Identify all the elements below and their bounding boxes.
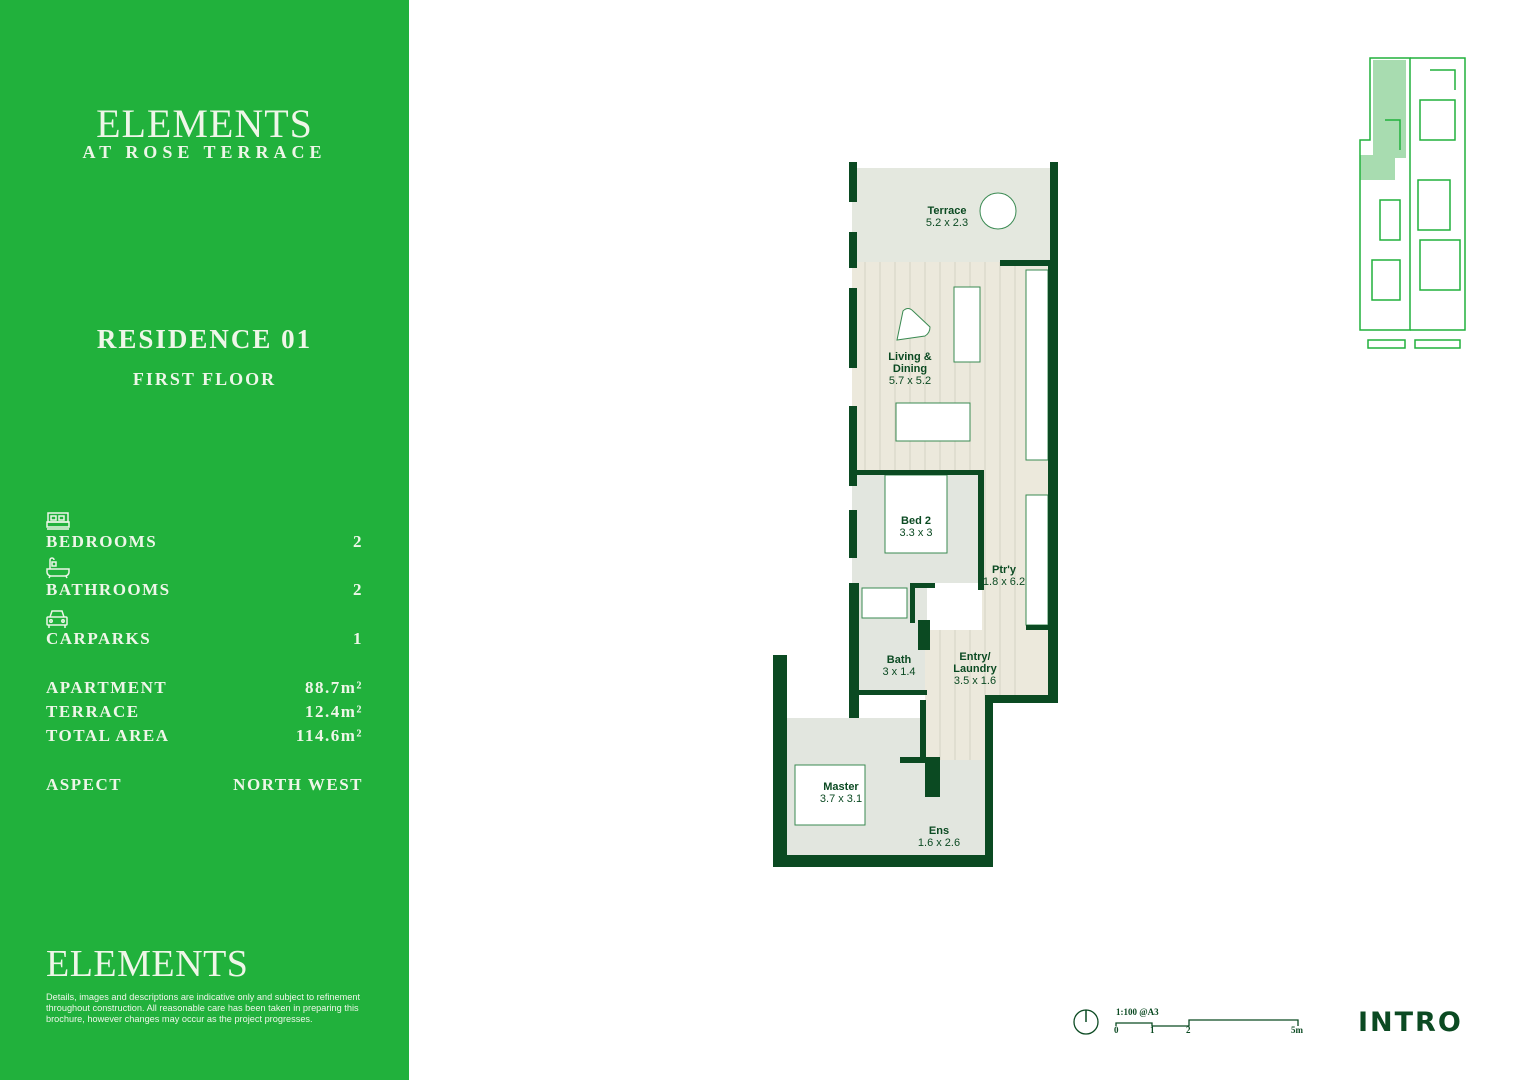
spec-carparks: CARPARKS 1 bbox=[46, 629, 363, 649]
scale-tick: 2 bbox=[1186, 1025, 1191, 1035]
aspect-value: NORTH WEST bbox=[233, 775, 363, 794]
area-apartment: APARTMENT 88.7m² bbox=[46, 678, 363, 698]
spec-label: BEDROOMS bbox=[46, 532, 158, 551]
entry-floor bbox=[925, 630, 990, 760]
bed-icon bbox=[46, 512, 70, 530]
spec-bathrooms: BATHROOMS 2 bbox=[46, 580, 363, 600]
sidebar: ELEMENTS AT ROSE TERRACE RESIDENCE 01 FI… bbox=[0, 0, 409, 1080]
area-value: 114.6m² bbox=[295, 726, 363, 745]
footer-logo: ELEMENTS bbox=[46, 943, 249, 985]
disclaimer: Details, images and descriptions are ind… bbox=[46, 992, 361, 1024]
aspect: ASPECT NORTH WEST bbox=[46, 775, 363, 795]
furniture bbox=[794, 192, 1049, 826]
section-label: INTRO bbox=[1358, 1007, 1463, 1038]
area-terrace: TERRACE 12.4m² bbox=[46, 702, 363, 722]
area-label: TERRACE bbox=[46, 702, 140, 721]
scale-bar bbox=[1115, 1019, 1299, 1027]
area-value: 88.7m² bbox=[304, 678, 363, 697]
spec-label: CARPARKS bbox=[46, 629, 152, 648]
spec-value: 1 bbox=[353, 629, 363, 648]
area-total: TOTAL AREA 114.6m² bbox=[46, 726, 363, 746]
scale-tick: 0 bbox=[1114, 1025, 1119, 1035]
scale-tick: 1 bbox=[1150, 1025, 1155, 1035]
spec-bedrooms: BEDROOMS 2 bbox=[46, 532, 363, 552]
floor-label: FIRST FLOOR bbox=[132, 369, 277, 389]
spec-label: BATHROOMS bbox=[46, 580, 171, 599]
keyplan bbox=[1359, 57, 1466, 349]
ensuite-floor bbox=[900, 760, 988, 858]
bathtub-icon bbox=[46, 557, 70, 579]
brand-subtitle: AT ROSE TERRACE bbox=[82, 142, 327, 162]
north-arrow-icon bbox=[1073, 1009, 1099, 1035]
spec-value: 2 bbox=[353, 532, 363, 551]
walls bbox=[773, 162, 1058, 867]
area-label: APARTMENT bbox=[46, 678, 168, 697]
spec-value: 2 bbox=[353, 580, 363, 599]
terrace-floor bbox=[852, 168, 1052, 262]
aspect-label: ASPECT bbox=[46, 775, 123, 794]
scale-tick: 5m bbox=[1291, 1025, 1303, 1035]
brand-logo: ELEMENTS bbox=[96, 101, 313, 146]
area-value: 12.4m² bbox=[304, 702, 363, 721]
area-label: TOTAL AREA bbox=[46, 726, 170, 745]
residence-title: RESIDENCE 01 bbox=[96, 324, 313, 354]
scale-ratio: 1:100 @A3 bbox=[1116, 1007, 1159, 1017]
car-icon bbox=[46, 610, 68, 628]
